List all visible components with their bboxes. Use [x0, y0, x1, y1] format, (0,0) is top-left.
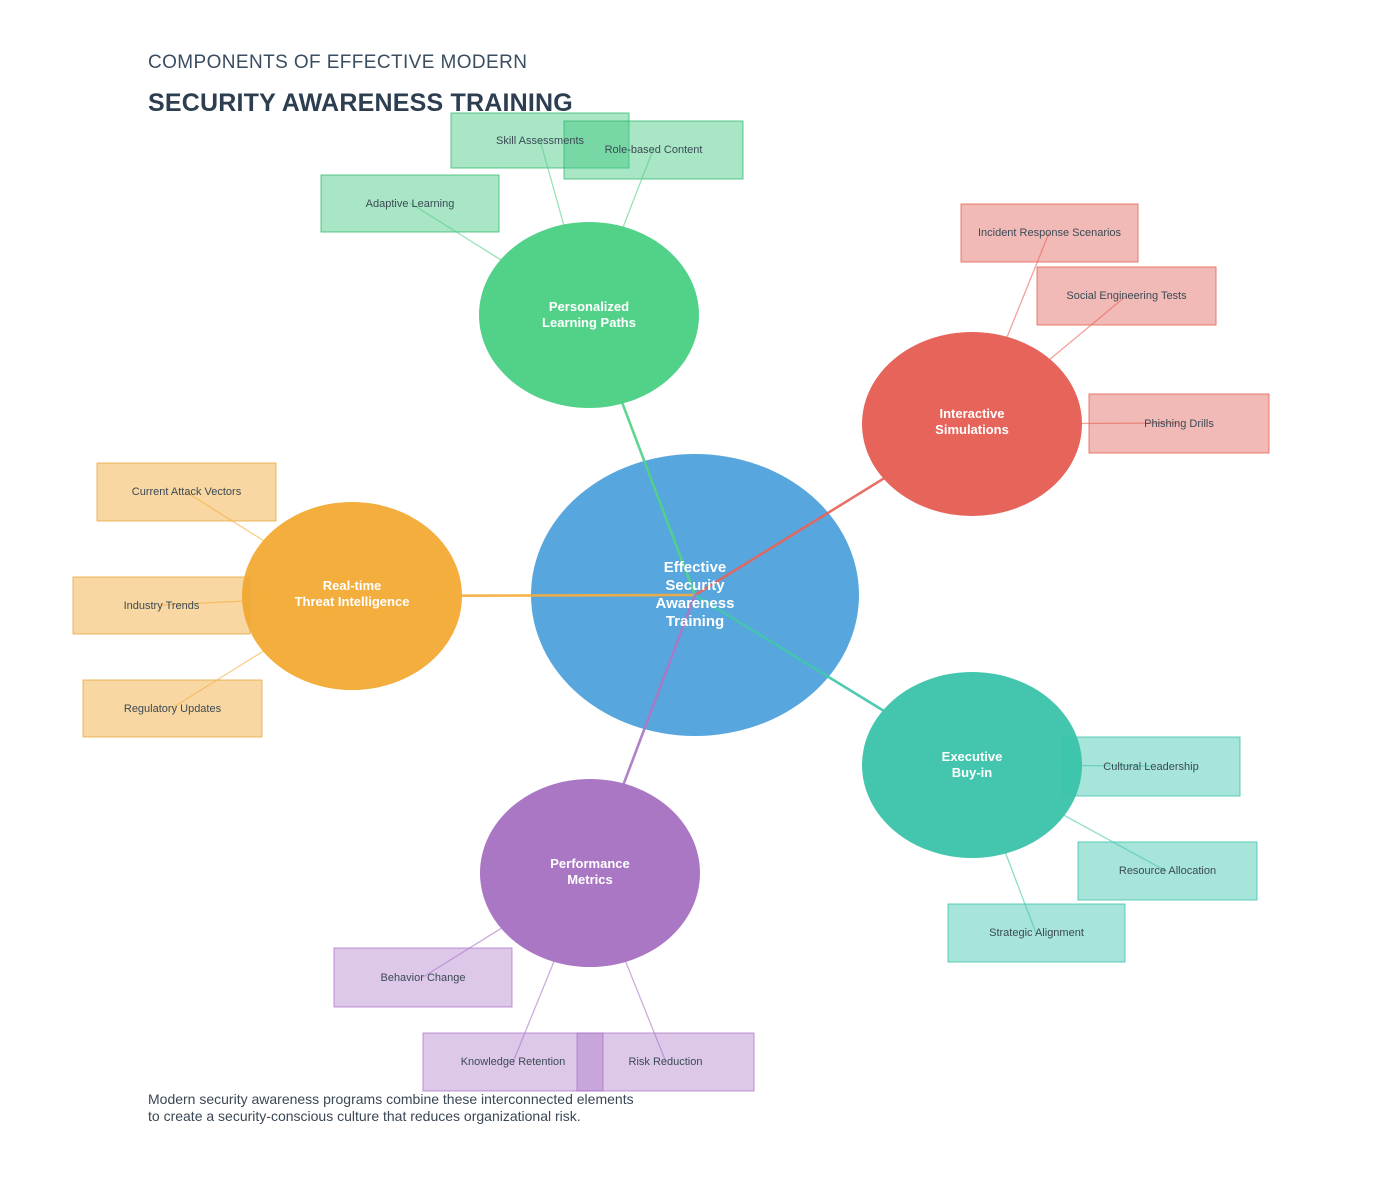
link-pm-behavior-change	[422, 872, 591, 978]
link-rtti-current-attack-vectors	[185, 491, 353, 597]
link-center-executive-buy-in	[693, 593, 974, 767]
page-subtitle: COMPONENTS OF EFFECTIVE MODERN	[148, 52, 528, 73]
link-is-phishing-drills	[971, 422, 1180, 425]
link-pm-risk-reduction	[589, 872, 667, 1063]
link-eb-strategic-alignment	[971, 764, 1037, 934]
link-eb-resource-allocation	[971, 764, 1167, 872]
link-plp-adaptive-learning	[409, 202, 590, 316]
link-eb-cultural-leadership	[971, 764, 1152, 767]
page-title: SECURITY AWARENESS TRAINING	[148, 89, 573, 117]
link-center-real-time-threat-intelligence	[350, 593, 697, 598]
link-pm-knowledge-retention	[512, 872, 591, 1063]
regulatory-updates-box	[82, 679, 263, 738]
link-plp-skill-assessments	[539, 139, 590, 316]
footer-note: Modern security awareness programs combi…	[148, 1091, 634, 1124]
resource-allocation-box	[1077, 841, 1258, 901]
link-rtti-industry-trends	[160, 595, 353, 606]
link-center-personalized-learning-paths	[587, 313, 697, 597]
link-rtti-regulatory-updates	[171, 595, 353, 709]
link-is-incident-response-scenarios	[971, 232, 1050, 425]
link-center-interactive-simulations	[693, 422, 974, 597]
link-center-performance-metrics	[588, 593, 697, 875]
link-plp-role-based-content	[588, 149, 654, 316]
link-is-social-engineering-tests	[971, 295, 1127, 425]
